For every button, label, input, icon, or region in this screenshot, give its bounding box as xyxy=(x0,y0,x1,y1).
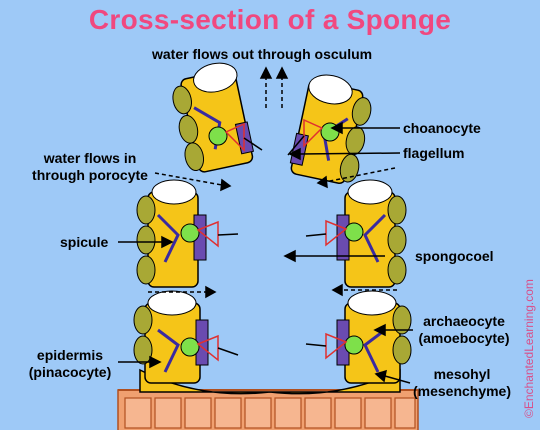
label-archaeocyte: archaeocyte (amoebocyte) xyxy=(404,313,524,347)
label-flagellum: flagellum xyxy=(403,145,464,162)
base-tissue xyxy=(118,390,418,430)
label-water-out: water flows out through osculum xyxy=(152,46,372,63)
label-water-in: water flows in through porocyte xyxy=(20,150,160,184)
diagram-title: Cross-section of a Sponge xyxy=(0,4,540,36)
watermark-text: ©EnchantedLearning.com xyxy=(522,279,536,418)
right-wall-bottom xyxy=(337,291,411,383)
label-spicule: spicule xyxy=(60,234,108,251)
left-wall-bottom xyxy=(134,291,208,383)
left-wall-top xyxy=(167,59,255,175)
label-spongocoel: spongocoel xyxy=(415,248,494,265)
label-mesohyl: mesohyl (mesenchyme) xyxy=(406,366,518,400)
label-epidermis: epidermis (pinacocyte) xyxy=(20,347,120,381)
label-choanocyte: choanocyte xyxy=(403,120,481,137)
outflow-arrows xyxy=(261,68,287,108)
